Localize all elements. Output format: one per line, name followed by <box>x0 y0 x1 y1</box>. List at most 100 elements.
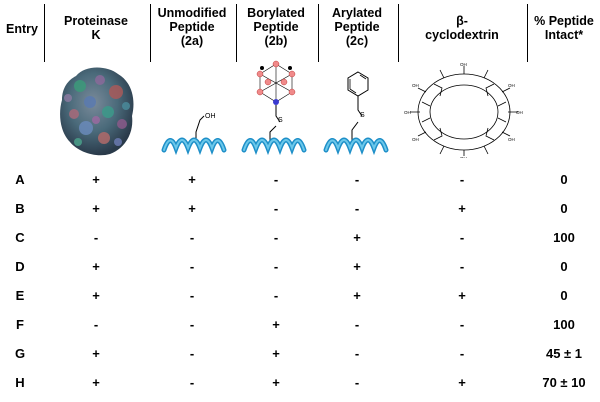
table-cell-cyclodextrin: - <box>459 259 465 274</box>
table-cell-arylated: + <box>353 288 361 303</box>
table-cell-intact: 70 ± 10 <box>542 375 586 390</box>
table-cell-borylated: + <box>272 346 280 361</box>
divider-3 <box>236 4 237 62</box>
table-cell-proteinase: + <box>92 172 100 187</box>
table-cell-intact: 45 ± 1 <box>545 346 583 361</box>
header-proteinase: Proteinase K <box>46 14 146 42</box>
header-unmodified-line2: Peptide <box>169 20 215 34</box>
table-cell-intact: 0 <box>560 172 568 187</box>
borylated-peptide-image: S <box>241 60 307 156</box>
svg-text:OH: OH <box>460 62 467 67</box>
table-cell-arylated: - <box>354 172 360 187</box>
table-cell-arylated: - <box>354 375 360 390</box>
row-entry-label: C <box>15 230 25 245</box>
table-cell-cyclodextrin: + <box>458 375 466 390</box>
table-cell-intact: 100 <box>553 317 575 332</box>
table-cell-unmodified: + <box>188 172 196 187</box>
header-arylated-line3: (2c) <box>345 34 369 48</box>
divider-1 <box>44 4 45 62</box>
s-label-borylated: S <box>278 117 283 124</box>
divider-2 <box>150 4 151 62</box>
row-entry-label: D <box>15 259 25 274</box>
header-cyclodextrin-line1: β- <box>456 14 468 28</box>
table-cell-borylated: + <box>272 317 280 332</box>
table-cell-arylated: - <box>354 317 360 332</box>
table-cell-borylated: - <box>273 201 279 216</box>
header-unmodified-line3: (2a) <box>180 34 204 48</box>
divider-6 <box>527 4 528 62</box>
s-label-arylated: S <box>360 112 365 119</box>
table-cell-cyclodextrin: - <box>459 172 465 187</box>
header-unmodified: Unmodified Peptide (2a) <box>152 6 232 48</box>
table-cell-intact: 0 <box>560 288 568 303</box>
oh-label: OH <box>205 113 216 120</box>
table-cell-intact: 100 <box>553 230 575 245</box>
header-borylated: Borylated Peptide (2b) <box>238 6 314 48</box>
table-cell-cyclodextrin: - <box>459 346 465 361</box>
table-cell-borylated: - <box>273 172 279 187</box>
table-cell-borylated: - <box>273 288 279 303</box>
svg-text:OH: OH <box>412 83 419 88</box>
header-cyclodextrin-line2: cyclodextrin <box>425 28 499 42</box>
table-cell-proteinase: + <box>92 259 100 274</box>
table-cell-borylated: - <box>273 230 279 245</box>
header-entry: Entry <box>4 22 40 36</box>
header-intact: % Peptide Intact* <box>528 14 600 42</box>
table-cell-unmodified: - <box>189 288 195 303</box>
table-cell-proteinase: + <box>92 288 100 303</box>
table-cell-arylated: - <box>354 201 360 216</box>
header-entry-text: Entry <box>6 22 38 36</box>
proteinase-k-structure-image <box>60 67 134 156</box>
header-cyclodextrin: β- cyclodextrin <box>400 14 524 42</box>
divider-5 <box>398 4 399 62</box>
header-intact-line1: % Peptide <box>534 14 594 28</box>
table-cell-arylated: - <box>354 346 360 361</box>
svg-text:OH: OH <box>460 156 467 158</box>
svg-text:OH: OH <box>412 137 419 142</box>
cyclodextrin-ring-image: OH OH OH OH OH OH OH OH <box>404 62 523 158</box>
svg-text:OH: OH <box>508 83 515 88</box>
table-cell-proteinase: - <box>93 230 99 245</box>
arylated-peptide-image: S <box>323 71 389 156</box>
table-cell-cyclodextrin: + <box>458 201 466 216</box>
row-entry-label: G <box>14 346 26 361</box>
table-cell-proteinase: - <box>93 317 99 332</box>
table-cell-arylated: + <box>353 230 361 245</box>
header-arylated: Arylated Peptide (2c) <box>320 6 394 48</box>
header-borylated-line2: Peptide <box>253 20 299 34</box>
header-borylated-line3: (2b) <box>264 34 288 48</box>
table-cell-proteinase: + <box>92 201 100 216</box>
table-cell-arylated: + <box>353 259 361 274</box>
table-cell-intact: 0 <box>560 259 568 274</box>
table-cell-cyclodextrin: - <box>459 230 465 245</box>
header-unmodified-line1: Unmodified <box>157 6 227 20</box>
header-proteinase-line2: K <box>91 28 101 42</box>
row-entry-label: F <box>16 317 24 332</box>
table-cell-proteinase: + <box>92 346 100 361</box>
table-cell-unmodified: - <box>189 317 195 332</box>
table-cell-intact: 0 <box>560 201 568 216</box>
table-cell-unmodified: - <box>189 230 195 245</box>
row-entry-label: B <box>15 201 25 216</box>
table-cell-borylated: + <box>272 375 280 390</box>
header-proteinase-line1: Proteinase <box>64 14 128 28</box>
header-arylated-line1: Arylated <box>331 6 383 20</box>
header-intact-line2: Intact* <box>544 28 584 42</box>
table-cell-borylated: - <box>273 259 279 274</box>
table-cell-unmodified: - <box>189 375 195 390</box>
table-cell-proteinase: + <box>92 375 100 390</box>
header-borylated-line1: Borylated <box>247 6 305 20</box>
row-entry-label: A <box>15 172 25 187</box>
unmodified-peptide-image: OH <box>161 113 227 156</box>
svg-text:OH: OH <box>516 110 523 115</box>
table-cell-cyclodextrin: + <box>458 288 466 303</box>
row-entry-label: E <box>15 288 25 303</box>
row-entry-label: H <box>15 375 25 390</box>
table-cell-unmodified: - <box>189 346 195 361</box>
svg-text:OH: OH <box>508 137 515 142</box>
table-cell-unmodified: - <box>189 259 195 274</box>
divider-4 <box>318 4 319 62</box>
svg-text:OH: OH <box>404 110 411 115</box>
header-arylated-line2: Peptide <box>334 20 380 34</box>
table-cell-unmodified: + <box>188 201 196 216</box>
